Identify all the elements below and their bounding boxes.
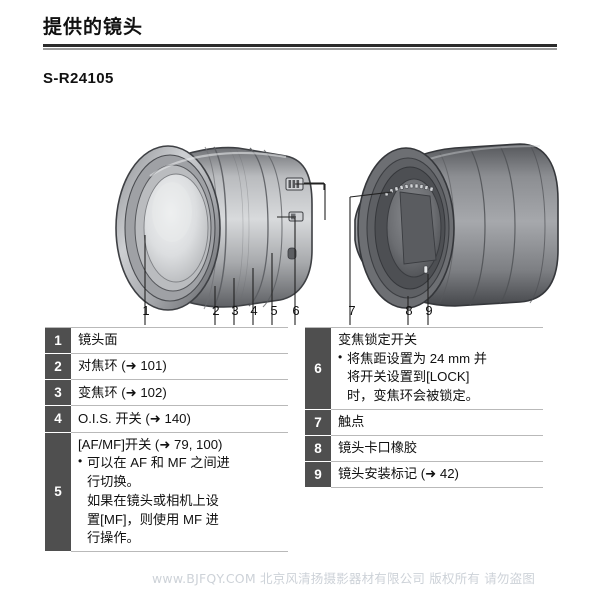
description-line: [AF/MF]开关 (➜ 79, 100) xyxy=(78,436,223,452)
table-row: 4 O.I.S. 开关 (➜ 140) xyxy=(45,405,288,433)
description-line: 时，变焦环会被锁定。 xyxy=(347,388,479,404)
zoom-lock-switch-detail xyxy=(285,177,304,191)
spec-table-left: 1 镜头面 2 对焦环 (➜ 101) 3 变焦环 (➜ 102) 4 O.I.S. 开关 (… xyxy=(45,326,288,553)
lens-illustration xyxy=(0,100,600,325)
callout-number-3: 3 xyxy=(231,303,239,318)
title-underline-rule xyxy=(43,44,557,50)
description-line: 镜头安装标记 (➜ 42) xyxy=(338,466,459,482)
table-row: 1 镜头面 xyxy=(45,326,288,355)
row-description-cell: 镜头安装标记 (➜ 42) xyxy=(331,461,543,489)
description-line: 变焦环 (➜ 102) xyxy=(78,384,167,400)
callout-number-9: 9 xyxy=(425,303,433,318)
table-row: 5[AF/MF]开关 (➜ 79, 100)可以在 AF 和 MF 之间进行切换… xyxy=(45,431,288,553)
description-line: 镜头卡口橡胶 xyxy=(338,440,418,456)
row-number-cell: 8 xyxy=(305,435,331,463)
row-description-cell: 对焦环 (➜ 101) xyxy=(71,353,288,381)
row-number-cell: 3 xyxy=(45,379,71,407)
row-number-cell: 9 xyxy=(305,461,331,489)
copyright-watermark: www.BJFQY.COM 北京风清扬摄影器材有限公司 版权所有 请勿盗图 xyxy=(152,571,536,586)
description-line: 将开关设置到[LOCK] xyxy=(347,369,470,385)
callout-number-6: 6 xyxy=(292,303,300,318)
callout-number-7: 7 xyxy=(348,303,356,318)
description-line: 行切换。 xyxy=(87,474,140,490)
callout-number-5: 5 xyxy=(270,303,278,318)
leader-lines-rear xyxy=(349,191,429,325)
table-row: 8 镜头卡口橡胶 xyxy=(305,435,543,463)
description-line: 行操作。 xyxy=(87,530,140,546)
description-line: 置[MF]，则使用 MF 进 xyxy=(87,511,219,527)
row-description-cell: 变焦环 (➜ 102) xyxy=(71,379,288,407)
description-line: 如果在镜头或相机上设 xyxy=(87,492,219,508)
title-rule-thick xyxy=(43,44,557,47)
lens-model-heading: S-R24105 xyxy=(43,70,114,87)
row-description-cell: 触点 xyxy=(331,408,543,437)
description-line: 对焦环 (➜ 101) xyxy=(78,358,167,374)
callout-number-1: 1 xyxy=(142,303,150,318)
callout-number-8: 8 xyxy=(405,303,413,318)
row-description-cell: [AF/MF]开关 (➜ 79, 100)可以在 AF 和 MF 之间进行切换。… xyxy=(71,431,288,553)
description-line: 变焦锁定开关 xyxy=(338,332,418,347)
description-line: 将焦距设置为 24 mm 并 xyxy=(338,349,543,369)
lens-diagram-svg xyxy=(115,143,559,325)
callout-number-2: 2 xyxy=(212,303,220,318)
row-number-cell: 5 xyxy=(45,431,71,553)
title-rule-thin xyxy=(43,48,557,50)
description-line: 触点 xyxy=(338,414,365,430)
page-title: 提供的镜头 xyxy=(43,17,144,38)
row-number-cell: 4 xyxy=(45,405,71,433)
row-number-cell: 6 xyxy=(305,327,331,410)
lens-rear-view xyxy=(349,143,559,325)
callout-number-4: 4 xyxy=(250,303,258,318)
table-row: 9 镜头安装标记 (➜ 42) xyxy=(305,461,543,489)
row-number-cell: 2 xyxy=(45,353,71,381)
lens-contacts-detail xyxy=(384,183,434,197)
row-number-cell: 1 xyxy=(45,326,71,355)
description-line: 镜头面 xyxy=(78,332,118,348)
row-description-cell: O.I.S. 开关 (➜ 140) xyxy=(71,405,288,433)
lens-front-view xyxy=(115,145,326,325)
leader-lines-front xyxy=(144,183,326,325)
description-line: O.I.S. 开关 (➜ 140) xyxy=(78,410,191,426)
mount-index-mark xyxy=(423,265,428,274)
row-number-cell: 7 xyxy=(305,408,331,437)
row-description-cell: 镜头面 xyxy=(71,326,288,355)
table-row: 3 变焦环 (➜ 102) xyxy=(45,379,288,407)
row-description-cell: 镜头卡口橡胶 xyxy=(331,435,543,463)
description-line: 可以在 AF 和 MF 之间进 xyxy=(78,453,288,473)
ois-switch-detail xyxy=(287,247,297,260)
table-row: 7 触点 xyxy=(305,408,543,437)
table-row: 2 对焦环 (➜ 101) xyxy=(45,353,288,381)
